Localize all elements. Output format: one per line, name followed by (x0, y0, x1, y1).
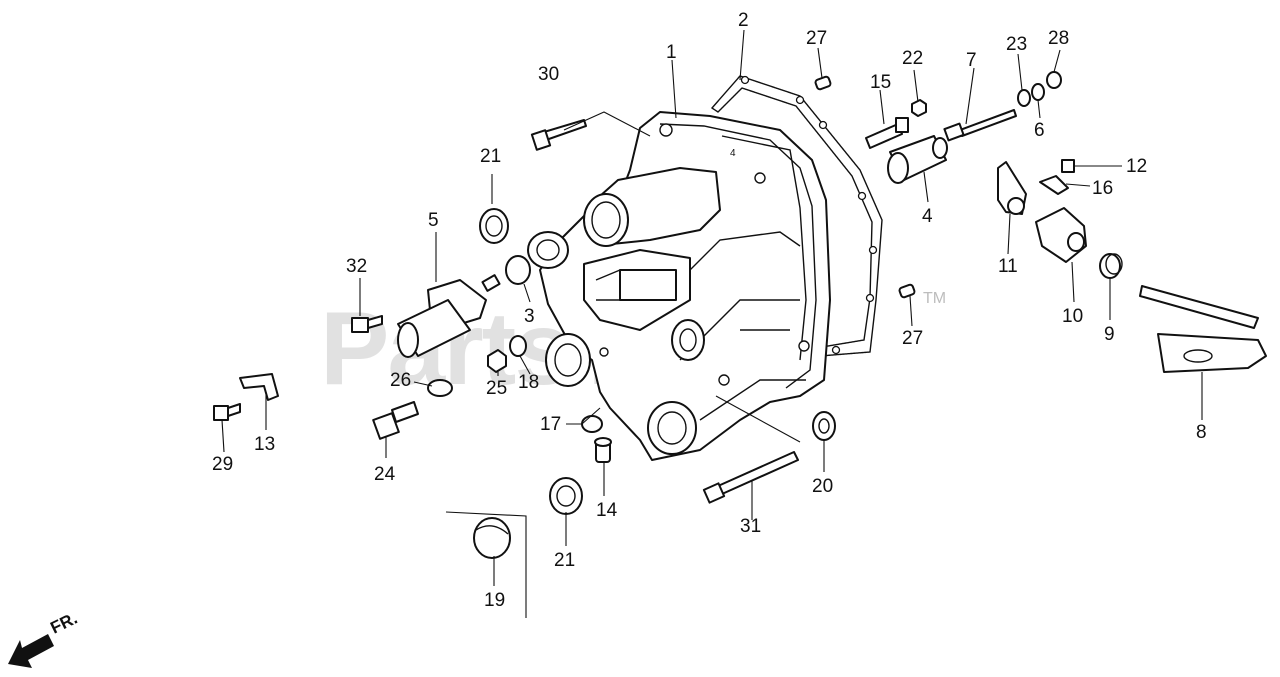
callout-13: 13 (254, 434, 275, 455)
callout-29: 29 (212, 454, 233, 475)
nut-22 (911, 99, 927, 117)
callout-27-lower: 27 (902, 328, 923, 349)
shaft-holder-5 (397, 274, 501, 358)
washer-18 (509, 335, 527, 357)
bolt-31 (702, 451, 799, 504)
callout-4: 4 (922, 206, 933, 227)
dowel-pin-27-upper (814, 75, 832, 91)
callout-11: 11 (998, 256, 1018, 277)
callout-24: 24 (374, 464, 396, 485)
nut-25 (487, 349, 507, 373)
callout-21-upper: 21 (480, 146, 501, 167)
callout-28: 28 (1048, 28, 1069, 49)
callout-5: 5 (428, 210, 439, 231)
bolt-24 (372, 401, 419, 440)
bolt-29 (213, 403, 241, 421)
washer-6 (1031, 83, 1045, 101)
cap-19 (473, 517, 511, 559)
plate-16 (1039, 175, 1069, 195)
callout-14: 14 (596, 500, 618, 521)
callout-25: 25 (486, 378, 507, 399)
washer-26 (427, 379, 453, 397)
callout-8: 8 (1196, 422, 1207, 443)
oil-seal-21-upper (479, 208, 509, 244)
front-label: FR. (47, 609, 80, 638)
callout-7: 7 (966, 50, 977, 71)
bolt-30 (530, 119, 587, 151)
callout-27-upper: 27 (806, 28, 827, 49)
callout-23: 23 (1006, 34, 1027, 55)
watermark-trademark: TM (923, 290, 946, 307)
bolt-12 (1061, 159, 1075, 173)
dowel-pin-27-lower (898, 283, 916, 299)
callout-32: 32 (346, 256, 367, 277)
arm-11 (997, 161, 1027, 215)
washer-23 (1017, 89, 1031, 107)
holder-4 (887, 135, 948, 184)
gasket-holes (740, 75, 878, 355)
callout-9: 9 (1104, 324, 1115, 345)
shift-arm-8 (1139, 285, 1267, 373)
callout-18: 18 (518, 372, 539, 393)
bracket-13 (239, 373, 279, 401)
callout-2: 2 (738, 10, 749, 31)
callout-10: 10 (1062, 306, 1083, 327)
callout-19: 19 (484, 590, 505, 611)
oil-seal-21-lower (549, 477, 583, 515)
clip-28 (1046, 71, 1062, 89)
o-ring-3 (505, 255, 531, 285)
callout-16: 16 (1092, 178, 1113, 199)
callout-22: 22 (902, 48, 923, 69)
plug-14 (594, 437, 612, 463)
callout-30: 30 (538, 64, 559, 85)
cap-19-bracket-lines (445, 511, 527, 618)
shaft-7 (943, 109, 1017, 142)
spring-9 (1099, 253, 1123, 279)
callout-26: 26 (390, 370, 411, 391)
case-cover: 4 (527, 111, 831, 461)
front-arrow-icon (8, 634, 54, 668)
bolt-32 (351, 315, 383, 333)
collar-17 (581, 415, 603, 433)
front-direction-indicator: FR. (8, 609, 80, 668)
callout-12: 12 (1126, 156, 1147, 177)
callout-31: 31 (740, 516, 761, 537)
svg-text:4: 4 (730, 148, 736, 159)
callout-15: 15 (870, 72, 891, 93)
leader-lines (221, 29, 1203, 586)
callout-6: 6 (1034, 120, 1045, 141)
callout-20: 20 (812, 476, 833, 497)
stud-15 (865, 117, 909, 149)
callout-labels: 1 2 3 4 5 6 7 8 9 10 11 12 13 14 15 16 1… (212, 10, 1207, 611)
callout-3: 3 (524, 306, 535, 327)
holder-10 (1035, 207, 1087, 263)
callout-17: 17 (540, 414, 561, 435)
callout-21-lower: 21 (554, 550, 575, 571)
callout-1: 1 (666, 42, 677, 63)
seal-20 (812, 411, 836, 441)
